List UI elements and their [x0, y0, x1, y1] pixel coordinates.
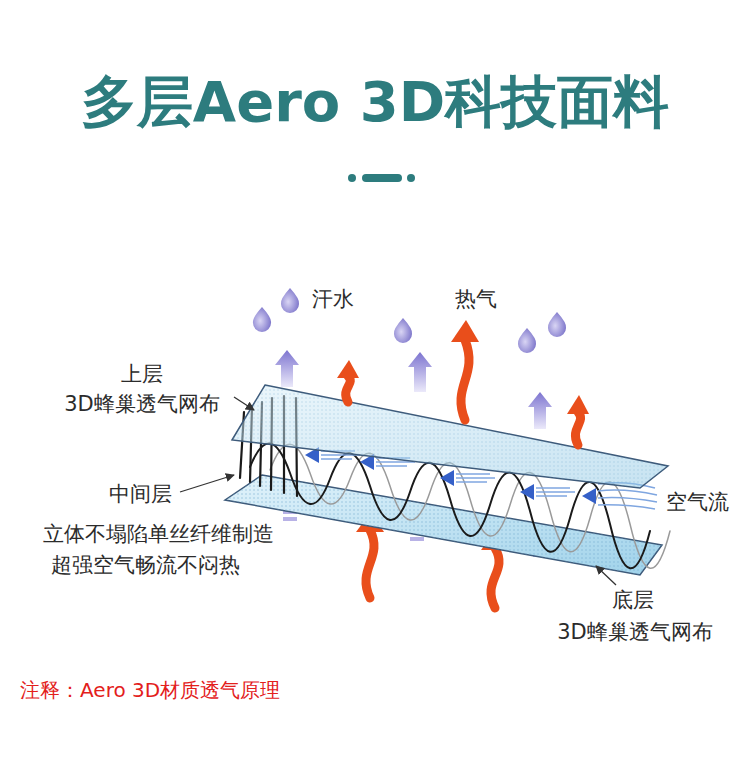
leader-line: [234, 397, 254, 410]
sweat-drops: [253, 288, 566, 353]
bottom-mesh-texture: [225, 475, 662, 575]
air-streak: [536, 491, 575, 493]
page-title: 多层Aero 3D科技面料: [81, 68, 669, 135]
air-streak: [456, 481, 487, 483]
layer-material: 3D蜂巢透气网布: [64, 392, 220, 417]
air-streak: [536, 487, 570, 489]
layer-name: 上层: [121, 362, 163, 387]
ornament-dot: [407, 174, 415, 182]
air-streak: [321, 458, 352, 460]
ornament-dot: [348, 174, 356, 182]
top-mesh-layer: [232, 385, 668, 488]
air-arrow: [440, 470, 454, 486]
air-streak: [598, 490, 657, 495]
air-arrow: [582, 488, 596, 504]
heat-arrow: [575, 412, 580, 445]
ornament-dash: [362, 174, 402, 182]
sweat-drop: [394, 318, 412, 343]
layer-feature: 立体不塌陷单丝纤维制造: [43, 522, 274, 547]
vapour-bar: [410, 537, 424, 541]
heat-arrow: [346, 376, 351, 402]
air-streak: [376, 465, 407, 467]
leader-line: [596, 566, 616, 585]
heat-arrow-head: [451, 320, 479, 342]
leader-line: [180, 475, 234, 492]
vapour-bar: [283, 517, 297, 521]
vapour-arrow: [528, 392, 552, 429]
airflow-label: 空气流: [666, 490, 729, 515]
title-ornament: [348, 174, 415, 182]
heat-label: 热气: [455, 287, 497, 312]
heat-arrow-head: [567, 395, 589, 414]
layer-name: 中间层: [109, 482, 172, 507]
sweat-drop: [518, 328, 536, 353]
air-streak: [598, 498, 657, 503]
air-streak: [598, 505, 655, 509]
bottom-mesh-layer: [225, 475, 662, 575]
note-caption: 注释：Aero 3D材质透气原理: [20, 678, 280, 702]
heat-arrow-head: [337, 360, 359, 378]
top-mesh-texture: [232, 385, 668, 488]
vapour-arrow: [408, 352, 432, 392]
sweat-drop: [548, 312, 566, 337]
heat-arrows-upper: [337, 320, 589, 445]
heat-arrow: [461, 340, 469, 420]
layer-material: 3D蜂巢透气网布: [557, 620, 713, 645]
air-arrow: [520, 484, 534, 500]
sweat-drop: [281, 288, 299, 313]
air-streak: [456, 477, 495, 479]
sweat-label: 汗水: [312, 287, 354, 312]
layer-name: 底层: [612, 588, 654, 613]
heat-arrow: [491, 548, 499, 608]
sweat-drop: [253, 307, 271, 332]
leader-lines: [180, 397, 616, 585]
heat-arrow: [366, 530, 374, 598]
layer-feature: 超强空气畅流不闷热: [51, 553, 240, 578]
air-streak: [536, 495, 567, 497]
air-streak: [456, 473, 490, 475]
vapour-arrow: [275, 350, 299, 387]
